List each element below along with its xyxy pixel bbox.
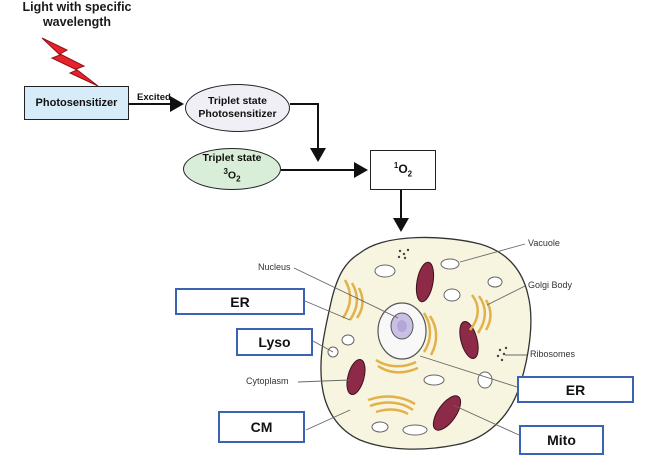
mito-box: Mito [519,425,604,455]
mitochondrion [415,261,435,303]
excited-label: Excited [137,92,171,103]
photosensitizer-label: Photosensitizer [35,97,118,109]
cell-membrane [320,236,532,450]
triplet-o2-symbol: O [227,169,237,182]
arrow-triplet-ps-to-o2 [290,103,326,162]
singlet-o2-sup: 1 [393,161,399,171]
cytoplasm-label: Cytoplasm [246,376,289,386]
golgi-body-label: Golgi Body [528,280,573,290]
lightning-bolt-icon [41,37,99,87]
light-source-line2: wavelength [42,15,112,29]
vacuole [477,371,493,389]
vacuole [371,421,389,433]
light-source-line1: Light with specific [22,0,132,14]
leader-lines [293,243,527,436]
triplet-photosensitizer-ellipse: Triplet state Photosensitizer [185,84,290,132]
triplet-o2-sub: 2 [236,174,241,184]
vacuole-label: Vacuole [528,238,560,248]
mitochondrion [346,358,366,396]
mitochondrion [432,395,462,431]
ribosomes-label: Ribosomes [530,349,576,359]
nucleolus-core [397,320,407,332]
golgi-stack-right [469,294,492,334]
singlet-o2-symbol: O [398,162,408,177]
singlet-oxygen-box: 1O2 [370,150,436,190]
vacuole [440,258,460,270]
ribosome-dots [397,248,508,362]
triplet-ps-line2: Photosensitizer [198,108,277,120]
triplet-ps-line1: Triplet state [208,95,267,107]
golgi-stack-bottom [367,395,416,416]
vacuole [374,264,396,278]
er-right-box: ER [517,376,634,403]
vacuole [341,334,355,346]
vacuole [487,276,503,288]
nucleus-label: Nucleus [258,262,291,272]
er-near-nucleus [375,312,438,374]
vacuole [443,288,461,302]
triplet-o2-line1: Triplet state [202,152,262,165]
triplet-o2-sup: 3 [223,167,228,177]
vacuole [402,424,428,436]
lyso-box: Lyso [236,328,313,356]
cm-box: CM [218,411,305,443]
photosensitizer-box: Photosensitizer [24,86,129,120]
triplet-o2-line2: 3O2 [223,165,240,186]
vacuole [423,374,445,386]
singlet-oxygen-label: 1O2 [394,161,412,178]
er-left-box: ER [175,288,305,315]
triplet-o2-ellipse: Triplet state 3O2 [183,148,281,190]
light-source-title: Light with specific wavelength [2,0,152,30]
golgi-stack-left [341,279,364,321]
singlet-o2-sub: 2 [407,169,413,179]
mitochondrion [459,321,479,359]
